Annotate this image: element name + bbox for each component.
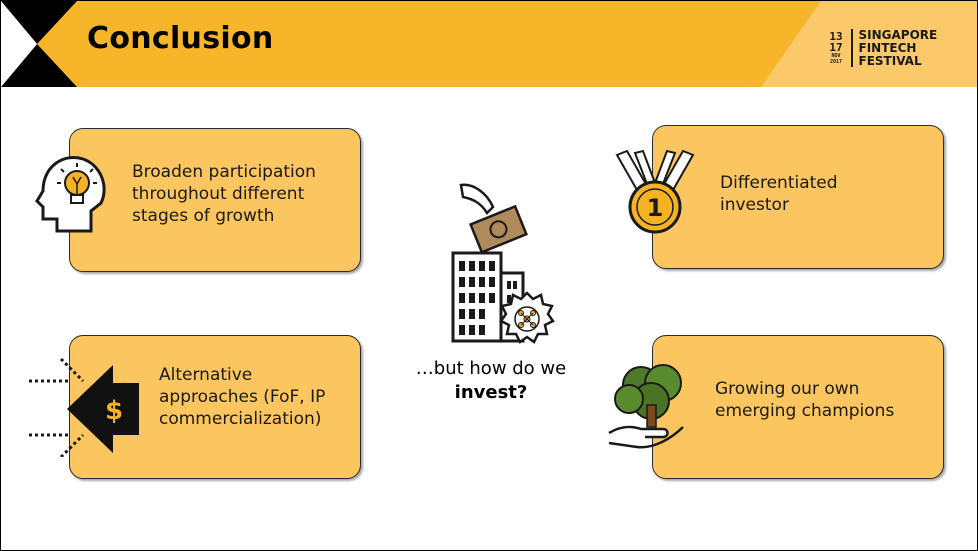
dollar-symbol: $: [105, 396, 123, 426]
logo-date-start: 13: [829, 30, 843, 43]
medal-number: 1: [647, 194, 664, 222]
lightbulb-head-icon: [35, 156, 106, 233]
header-background: [1, 1, 977, 87]
logo-name: SINGAPORE FINTECH FESTIVAL: [858, 27, 938, 68]
logo-name-line: SINGAPORE: [858, 27, 938, 42]
singapore-fintech-festival-logo: 13 17 NOV 2017 SINGAPORE FINTECH FESTIVA…: [827, 27, 937, 69]
investment-building-icon: [451, 183, 555, 344]
card-broaden-text: Broaden participation throughout differe…: [132, 162, 316, 226]
card-differentiated-text: Differentiated investor: [720, 173, 838, 215]
logo-divider: [851, 29, 853, 67]
center-question-emphasis: invest?: [454, 382, 528, 403]
page-title: Conclusion: [87, 21, 274, 56]
card-alternative-text: Alternative approaches (FoF, IP commerci…: [159, 365, 326, 429]
card-differentiated-investor: [652, 125, 944, 269]
center-question: …but how do we invest?: [381, 357, 601, 405]
tree-in-hand-icon: [608, 364, 684, 449]
dollar-arrow-icon: $: [29, 357, 139, 457]
logo-name-line: FESTIVAL: [858, 53, 922, 68]
medal-icon: 1: [615, 149, 695, 234]
logo-month: NOV: [831, 53, 841, 59]
logo-date-end: 17: [829, 41, 843, 54]
center-question-line1: …but how do we: [415, 358, 567, 379]
card-growing-text: Growing our own emerging champions: [715, 379, 895, 421]
logo-name-line: FINTECH: [858, 40, 917, 55]
header-banner: Conclusion 13 17 NOV 2017 SINGAPORE FINT…: [1, 1, 977, 87]
logo-dates: 13 17 NOV 2017: [827, 31, 845, 65]
logo-year: 2017: [829, 59, 843, 65]
center-question-line2: invest?: [381, 381, 601, 405]
